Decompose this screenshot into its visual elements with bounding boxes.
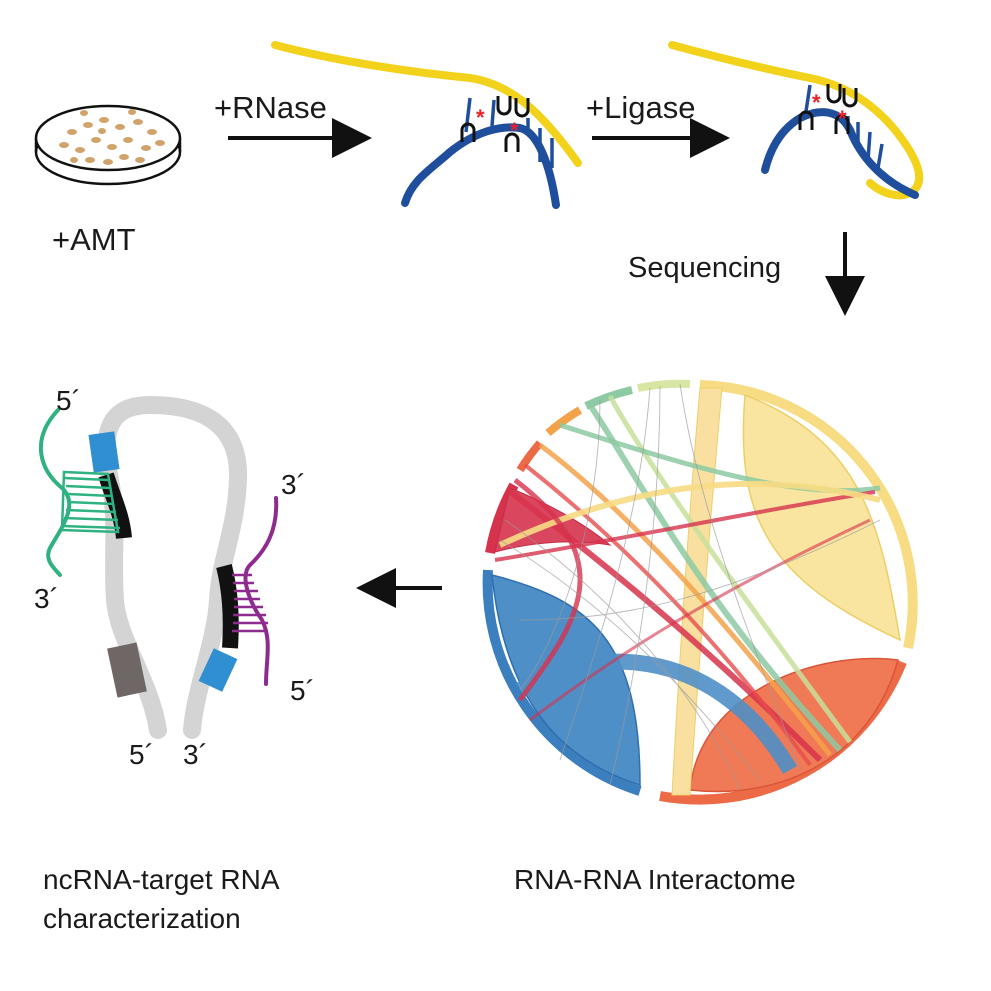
interactome-label: RNA-RNA Interactome [514, 864, 796, 895]
bacteria-colonies [59, 109, 165, 165]
rna-duplex-crosslinked: * * [271, 41, 582, 209]
amt-label: +AMT [52, 222, 136, 257]
green-3prime-label: 3´ [34, 583, 59, 614]
characterization-label-line2: characterization [43, 903, 241, 934]
blue-segment [198, 648, 238, 692]
ligase-label: +Ligase [586, 90, 695, 125]
gray-3prime-label: 3´ [183, 739, 208, 770]
rna-chimera-ligated: * * [668, 41, 924, 200]
crosslink-mark: * [510, 118, 519, 143]
sequencing-label: Sequencing [628, 252, 781, 284]
gray-5prime-label: 5´ [129, 739, 154, 770]
purple-3prime-label: 3´ [281, 469, 306, 500]
rnase-label: +RNase [214, 90, 327, 125]
green-5prime-label: 5´ [56, 385, 81, 416]
crosslink-mark: * [476, 105, 485, 130]
ncrna-target-schematic: 5´ 3´ 3´ 5´ 5´ 3´ [34, 385, 315, 770]
petri-dish-icon [34, 104, 182, 186]
blue-segment [88, 431, 120, 473]
purple-5prime-label: 5´ [290, 675, 315, 706]
characterization-label-line1: ncRNA-target RNA [43, 864, 280, 895]
crosslink-mark: * [838, 106, 847, 131]
gray-segment [107, 642, 147, 698]
interactome-chord-diagram [482, 379, 918, 805]
crosslink-mark: * [812, 90, 821, 115]
